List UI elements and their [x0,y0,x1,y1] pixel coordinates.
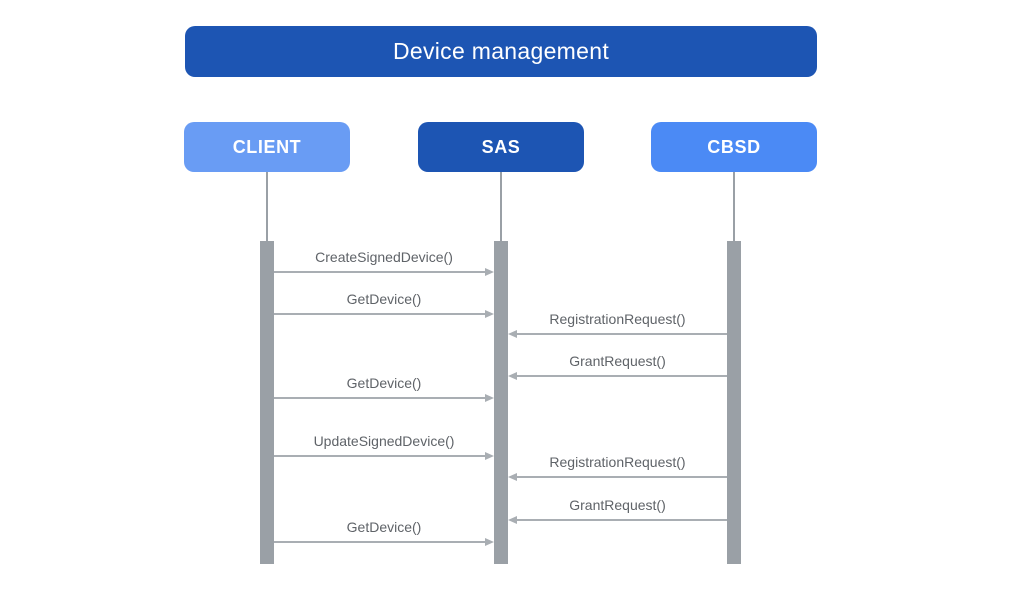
arrowhead-left-icon [508,516,517,524]
message-line [516,476,727,478]
diagram-title: Device management [392,38,610,64]
activation-bar-cbsd [727,241,741,564]
arrowhead-left-icon [508,473,517,481]
actor-box-cbsd: CBSD [651,122,817,172]
arrowhead-right-icon [485,452,494,460]
message-label: GetDevice() [346,291,422,307]
diagram-title-banner: Device management [185,26,817,77]
arrowhead-right-icon [485,268,494,276]
message-line [516,333,727,335]
message-line [516,519,727,521]
activation-bar-sas [494,241,508,564]
lifeline-sas [500,172,502,241]
message-label: RegistrationRequest() [549,311,686,327]
lifeline-client [266,172,268,241]
message-line [274,541,486,543]
arrowhead-right-icon [485,538,494,546]
message-line [274,271,486,273]
arrowhead-left-icon [508,372,517,380]
message-label: GrantRequest() [569,497,666,513]
arrowhead-right-icon [485,394,494,402]
actor-box-client: CLIENT [184,122,350,172]
actor-label-sas: SAS [481,136,521,157]
arrowhead-right-icon [485,310,494,318]
arrowhead-left-icon [508,330,517,338]
message-label: CreateSignedDevice() [315,249,453,265]
actor-label-client: CLIENT [232,136,302,157]
actor-label-cbsd: CBSD [707,136,761,157]
message-label: GetDevice() [346,375,422,391]
message-line [516,375,727,377]
message-line [274,313,486,315]
activation-bar-client [260,241,274,564]
message-line [274,397,486,399]
message-label: GrantRequest() [569,353,666,369]
lifeline-cbsd [733,172,735,241]
actor-box-sas: SAS [418,122,584,172]
message-label: GetDevice() [346,519,422,535]
message-line [274,455,486,457]
message-label: UpdateSignedDevice() [313,433,455,449]
message-label: RegistrationRequest() [549,454,686,470]
